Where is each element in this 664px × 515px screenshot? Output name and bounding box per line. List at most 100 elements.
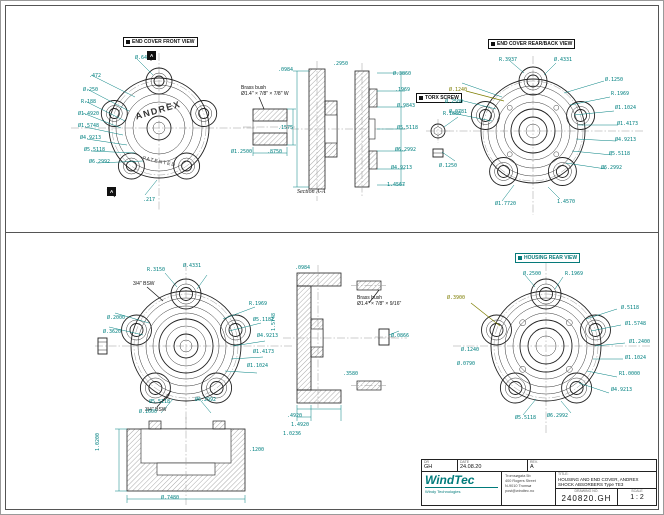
dimension-label: Ø1.4173 bbox=[617, 121, 639, 127]
dimension-label: Ø1.5748 bbox=[78, 123, 100, 129]
view-label-text: END COVER FRONT VIEW bbox=[132, 39, 195, 45]
dimension-label: Ø5.1181 bbox=[253, 317, 275, 323]
dimension-label: 1.4567 bbox=[387, 182, 406, 188]
sheet-divider-line bbox=[6, 232, 658, 233]
dimension-label: R.1969 bbox=[565, 271, 584, 277]
revision-cell: REV. A bbox=[528, 460, 656, 471]
dimension-label: 1.0200 bbox=[95, 432, 101, 451]
dimension-label: Ø1.2500 bbox=[231, 149, 253, 155]
view-label-flag-icon bbox=[419, 96, 423, 100]
dimension-label: .1969 bbox=[395, 87, 411, 93]
dimension-label: Ø6.2992 bbox=[395, 147, 417, 153]
dimension-label: Ø5.5118 bbox=[149, 399, 171, 405]
dimension-label: Ø.5118 bbox=[621, 305, 640, 311]
drawn-by-value: GH bbox=[424, 463, 433, 470]
dimension-label: Ø4.9213 bbox=[80, 135, 102, 141]
view-label-flag-icon bbox=[518, 256, 522, 260]
note-label: 3/4" BSW bbox=[133, 281, 155, 287]
screw-detail-drawing bbox=[426, 116, 459, 162]
dimension-label: Ø.250 bbox=[83, 87, 99, 93]
dimension-label: Ø.2500 bbox=[445, 99, 464, 105]
view-label-flag-icon bbox=[126, 40, 130, 44]
company-tagline: Windy Technologies bbox=[425, 487, 498, 494]
address-line: Tromsøgata 5b bbox=[505, 474, 531, 478]
dimension-label: R.1880 bbox=[443, 111, 462, 117]
dimension-label: Ø.0781 bbox=[449, 109, 468, 115]
note-label: 3/4" BSW bbox=[145, 407, 167, 413]
dimension-label: Ø6.2992 bbox=[195, 397, 217, 403]
dimension-label: Ø.2000 bbox=[107, 315, 126, 321]
dimension-label: Ø1.5748 bbox=[625, 321, 647, 327]
title-label: TITLE: bbox=[558, 472, 569, 476]
drawing-title-cell: TITLE: HOUSING AND END COVER, ANDREX SHO… bbox=[556, 472, 656, 490]
dimension-label: Ø.2500 bbox=[523, 271, 542, 277]
bolt-lobes bbox=[100, 67, 218, 180]
dimension-label: Ø6.2992 bbox=[89, 159, 111, 165]
view-title-label: HOUSING REAR VIEW bbox=[515, 253, 581, 263]
view-title-label: END COVER REAR/BACK VIEW bbox=[488, 39, 576, 49]
scale-label: SCALE bbox=[631, 489, 643, 494]
dimension-label: Ø1.4173 bbox=[253, 349, 275, 355]
dimension-label: 1.5748 bbox=[271, 312, 277, 331]
dimension-label: .1200 bbox=[249, 447, 265, 453]
dimension-label: Ø5.5118 bbox=[397, 125, 419, 131]
company-cell: WindTec Windy Technologies bbox=[422, 472, 502, 507]
dimension-label: Ø1.1024 bbox=[615, 105, 637, 111]
dimension-label: Ø.0790 bbox=[457, 361, 476, 367]
dimension-label: .4920 bbox=[287, 413, 303, 419]
housing-front-drawing bbox=[95, 263, 293, 435]
drawn-by-label: DR bbox=[424, 460, 430, 464]
dimension-label: R.188 bbox=[81, 99, 97, 105]
view-label-text: HOUSING REAR VIEW bbox=[524, 255, 578, 261]
dimension-leaders bbox=[451, 60, 618, 202]
dimension-label: Ø5.5118 bbox=[609, 151, 631, 157]
dimension-label: 1.0236 bbox=[283, 431, 302, 437]
dimension-label: R.3937 bbox=[499, 57, 518, 63]
brass-bush-section-drawing bbox=[243, 96, 297, 156]
dimension-label: R1.0000 bbox=[619, 371, 641, 377]
view-label-text: TORX SCREW bbox=[425, 95, 459, 101]
dimension-label: Ø.9843 bbox=[397, 103, 416, 109]
drawing-number-cell: DRAWING NO. 240820.GH bbox=[556, 489, 618, 507]
dimension-leaders bbox=[522, 274, 626, 416]
date-cell: DATE 24.08.20 bbox=[458, 460, 528, 471]
dimension-label: Ø.3900 bbox=[447, 295, 466, 301]
dimension-leaders bbox=[108, 272, 266, 414]
section-title-label: Section A-A bbox=[297, 189, 326, 195]
view-title-label: TORX SCREW bbox=[416, 93, 462, 103]
title-block-main-row: WindTec Windy Technologies Tromsøgata 5b… bbox=[422, 472, 656, 507]
drawn-by-cell: DR GH bbox=[422, 460, 458, 471]
scale-cell: SCALE 1 : 2 bbox=[618, 489, 656, 506]
drawing-title: HOUSING AND END COVER, ANDREX SHOCK ABSO… bbox=[558, 476, 639, 487]
date-value: 24.08.20 bbox=[460, 463, 482, 470]
scale-value: 1 : 2 bbox=[630, 493, 644, 501]
title-block-right: TITLE: HOUSING AND END COVER, ANDREX SHO… bbox=[556, 472, 656, 507]
view-title-label: END COVER FRONT VIEW bbox=[123, 37, 198, 47]
dimension-label: Ø4.9213 bbox=[611, 387, 633, 393]
dimension-label: Ø.4331 bbox=[183, 263, 202, 269]
dimension-label: Ø4.9213 bbox=[391, 165, 413, 171]
dimension-label: .8750 bbox=[267, 149, 283, 155]
revision-value: A bbox=[530, 463, 534, 470]
title-block-header-row: DR GH DATE 24.08.20 REV. A bbox=[422, 460, 656, 472]
dimension-label: .0984 bbox=[278, 67, 294, 73]
dimension-label: Ø.1240 bbox=[461, 347, 480, 353]
drawing-number-label: DRAWING NO. bbox=[574, 489, 599, 494]
dimension-label: .472 bbox=[89, 73, 102, 79]
dimension-label: Ø6.2992 bbox=[601, 165, 623, 171]
section-marker: A bbox=[147, 51, 157, 60]
dimension-label: Ø.0866 bbox=[391, 333, 410, 339]
dimension-label: Ø4.9213 bbox=[257, 333, 279, 339]
dimension-label: .0984 bbox=[295, 265, 311, 271]
dimension-label: .217 bbox=[143, 197, 156, 203]
dimension-label: .2950 bbox=[333, 61, 349, 67]
title-block: DR GH DATE 24.08.20 REV. A WindTec Windy… bbox=[421, 459, 657, 507]
dimension-label: Ø1.4920 bbox=[78, 111, 100, 117]
dimension-label: .3580 bbox=[343, 371, 359, 377]
housing-section-drawing bbox=[283, 265, 407, 421]
dimension-label: R.1969 bbox=[611, 91, 630, 97]
dimension-label: R.3150 bbox=[147, 267, 166, 273]
note-label: Brass bush bbox=[357, 295, 383, 301]
address-line: 400 Rogers Street bbox=[505, 478, 536, 483]
